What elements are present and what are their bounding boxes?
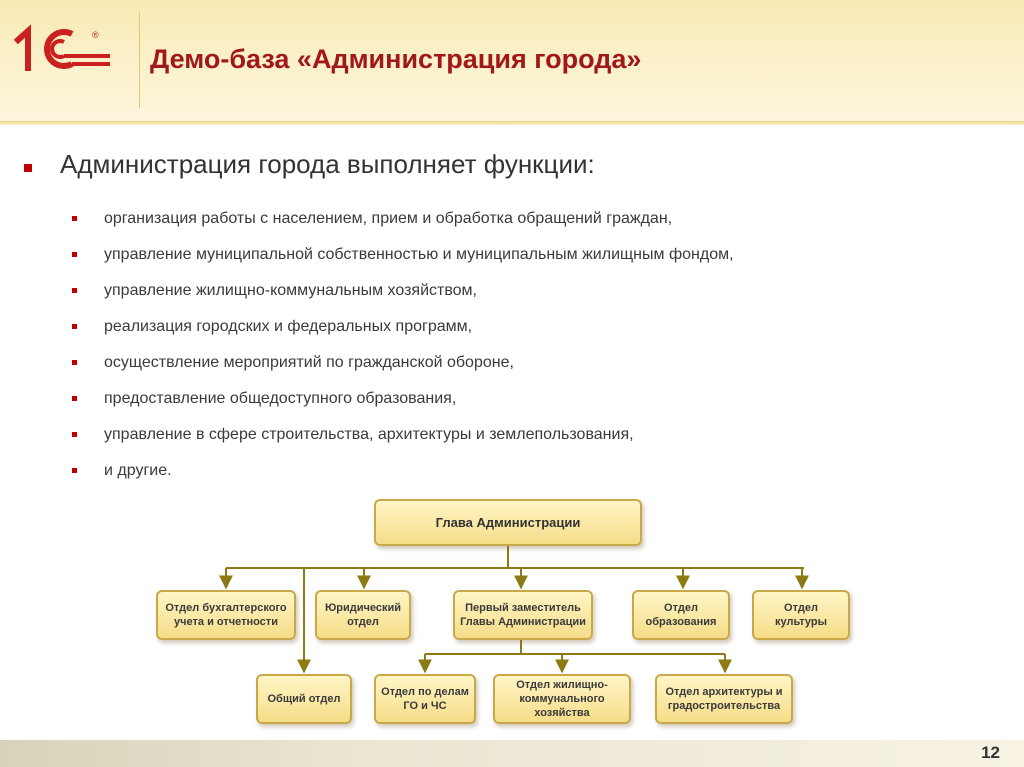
registered-mark: ® (92, 30, 99, 40)
list-item: организация работы с населением, прием и… (72, 208, 734, 244)
org-node-housing: Отдел жилищно-коммунального хозяйства (493, 674, 631, 724)
org-node-accountancy: Отдел бухгалтерского учета и отчетности (156, 590, 296, 640)
page-title: Демо-база «Администрация города» (150, 44, 642, 74)
org-node-general: Общий отдел (256, 674, 352, 724)
1c-logo: ® (14, 24, 110, 71)
bullet-icon (72, 396, 77, 401)
bullet-icon (72, 252, 77, 257)
list-item: реализация городских и федеральных прогр… (72, 316, 734, 352)
org-node-culture: Отдел культуры (752, 590, 850, 640)
page-number: 12 (981, 743, 1000, 762)
header-vertical-rule (139, 12, 140, 108)
bullet-icon (72, 468, 77, 473)
list-item: управление в сфере строительства, архите… (72, 424, 734, 460)
bullet-icon (72, 432, 77, 437)
org-node-head: Глава Администрации (374, 499, 642, 546)
bullet-icon (72, 360, 77, 365)
slide-header (0, 0, 1024, 122)
slide-footer (0, 740, 1024, 767)
org-node-civil-defense: Отдел по делам ГО и ЧС (374, 674, 476, 724)
section-heading: Администрация города выполняет функции: (60, 149, 595, 179)
functions-list: организация работы с населением, прием и… (72, 208, 734, 496)
list-item: управление жилищно-коммунальным хозяйств… (72, 280, 734, 316)
org-node-education: Отдел образования (632, 590, 730, 640)
list-item: осуществление мероприятий по гражданской… (72, 352, 734, 388)
list-item: и другие. (72, 460, 734, 496)
org-node-legal: Юридический отдел (315, 590, 411, 640)
bullet-icon (72, 324, 77, 329)
header-divider (0, 121, 1024, 125)
org-node-first-deputy: Первый заместитель Главы Администрации (453, 590, 593, 640)
list-item: управление муниципальной собственностью … (72, 244, 734, 280)
org-node-architecture: Отдел архитектуры и градостроительства (655, 674, 793, 724)
bullet-icon (72, 288, 77, 293)
heading-bullet (24, 164, 32, 172)
list-item: предоставление общедоступного образовани… (72, 388, 734, 424)
bullet-icon (72, 216, 77, 221)
